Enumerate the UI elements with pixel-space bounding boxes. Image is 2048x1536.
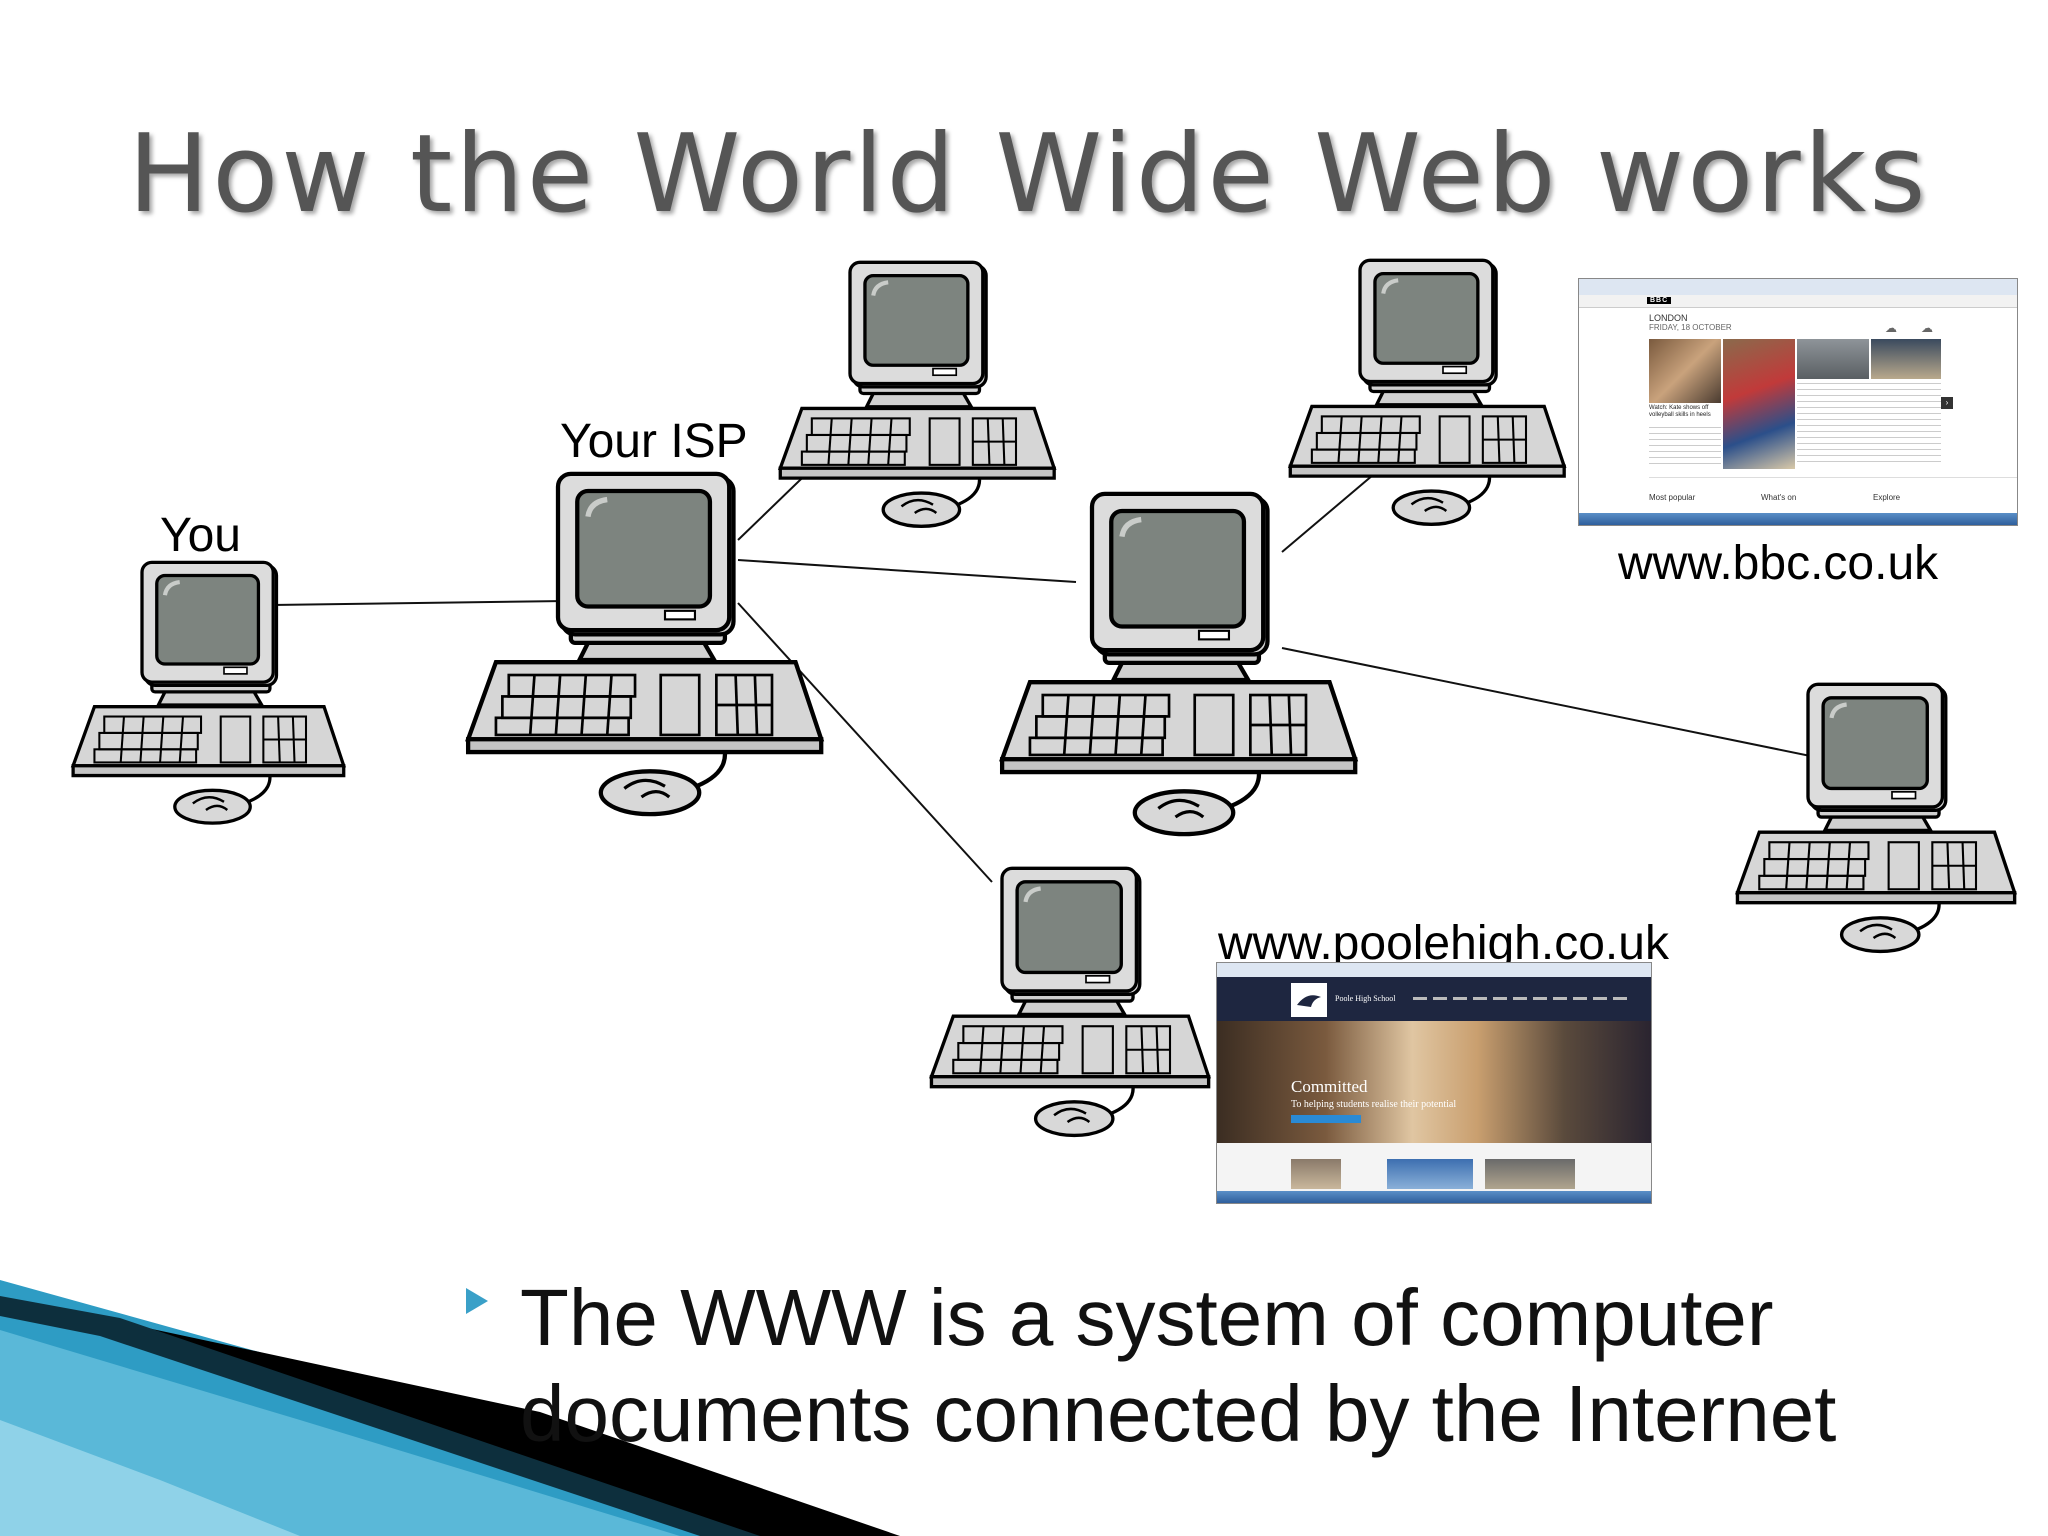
corner-decoration <box>0 1280 900 1536</box>
taskbar <box>1579 513 2017 525</box>
label-bbc-url: www.bbc.co.uk <box>1618 537 1939 590</box>
link-isp-poole <box>737 602 993 883</box>
poole-hero-button <box>1291 1115 1361 1123</box>
bbc-logo: BBC <box>1647 297 1672 304</box>
divider <box>1649 477 2017 478</box>
label-isp: Your ISP <box>560 415 748 468</box>
poole-hero-image <box>1217 1021 1651 1143</box>
bbc-date: FRIDAY, 18 OCTOBER <box>1649 323 1732 332</box>
computer-poole-server <box>931 868 1208 1135</box>
bbc-photo-1 <box>1649 339 1721 403</box>
bbc-photo-3 <box>1797 339 1869 379</box>
bbc-photo-4 <box>1871 339 1941 379</box>
computer-isp <box>468 474 821 814</box>
bbc-text-lines <box>1797 383 1941 467</box>
label-poole-url: www.poolehigh.co.uk <box>1218 917 1669 970</box>
bbc-nav <box>1579 295 2017 308</box>
link-you-isp <box>271 600 567 606</box>
network-links <box>271 423 1831 883</box>
dolphin-logo-icon <box>1291 983 1327 1017</box>
browser-bar <box>1579 279 2017 296</box>
poole-thumb-1 <box>1291 1159 1341 1189</box>
poole-hero-title: Committed <box>1291 1077 1368 1096</box>
bbc-tab-whats-on: What's on <box>1761 493 1797 502</box>
poole-school-name: Poole High School <box>1335 994 1396 1003</box>
label-you: You <box>160 509 241 562</box>
computer-right <box>1737 684 2014 951</box>
computer-bbc-server <box>1290 260 1564 524</box>
link-isp-hub <box>737 559 1077 583</box>
cloud-icon: ☁ <box>1885 321 1897 335</box>
computer-hub <box>1002 494 1355 834</box>
poole-thumb-3 <box>1485 1159 1575 1189</box>
bullet-text: The WWW is a system of computer document… <box>520 1270 1836 1462</box>
computer-you <box>73 562 344 823</box>
poole-website-screenshot: Poole High School Committed To helping s… <box>1216 962 1652 1204</box>
browser-bar <box>1217 963 1651 978</box>
poole-thumb-2 <box>1387 1159 1473 1189</box>
bbc-tab-explore: Explore <box>1873 493 1901 502</box>
bbc-text-lines <box>1649 427 1721 467</box>
bbc-photo-2 <box>1723 339 1795 469</box>
link-hub-right <box>1281 647 1831 761</box>
slide-title: How the World Wide Web works <box>128 112 1929 237</box>
cloud-icon: ☁ <box>1921 321 1933 335</box>
bbc-tab-most-popular: Most popular <box>1649 493 1696 502</box>
bbc-website-screenshot: BBC LONDON FRIDAY, 18 OCTOBER ☁ ☁ Watch:… <box>1578 278 2018 526</box>
poole-nav <box>1413 997 1633 1000</box>
bullet-line-1: The WWW is a system of computer <box>520 1273 1774 1362</box>
bullet-arrow-icon <box>466 1288 488 1314</box>
taskbar <box>1217 1191 1651 1203</box>
computer-top <box>780 262 1054 526</box>
next-arrow-icon: › <box>1941 397 1953 409</box>
poole-hero-subtitle: To helping students realise their potent… <box>1291 1099 1457 1110</box>
bbc-weather: ☁ ☁ <box>1845 315 1945 339</box>
bbc-city: LONDON <box>1649 313 1688 323</box>
bullet-line-2: documents connected by the Internet <box>520 1369 1837 1458</box>
bbc-headline: Watch: Kate shows off volleyball skills … <box>1649 405 1711 418</box>
